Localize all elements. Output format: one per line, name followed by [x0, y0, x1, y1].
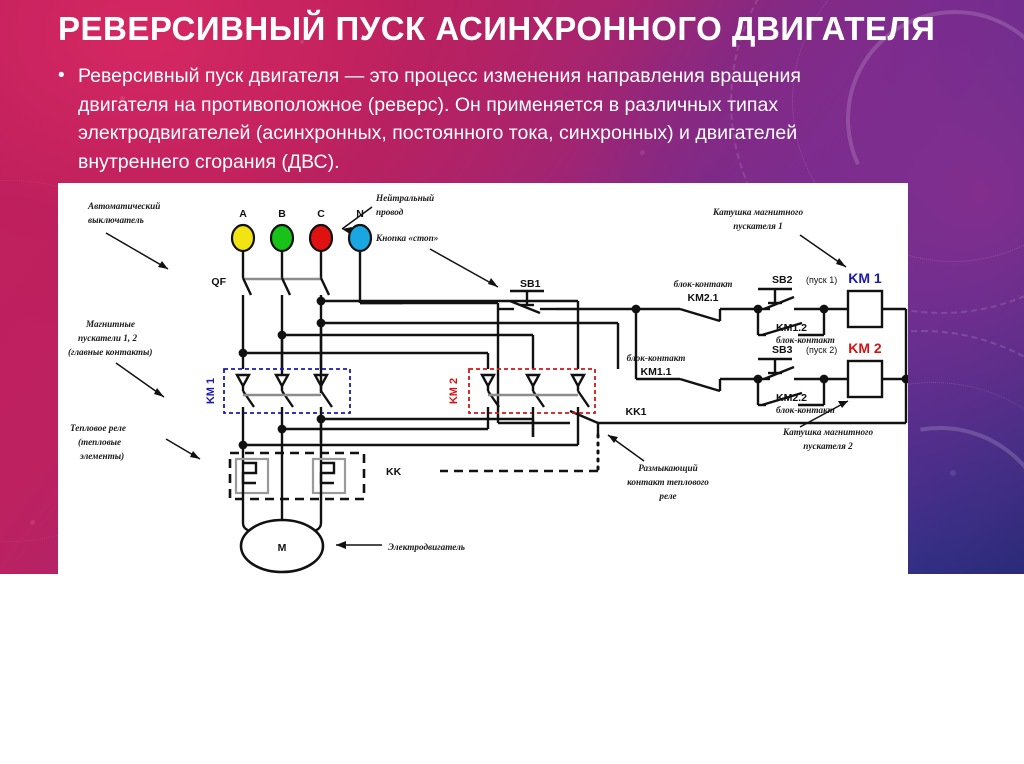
thermal-ann-line1: Тепловое реле — [70, 423, 126, 433]
coil-km1-label: KM 1 — [848, 270, 882, 286]
terminal-c-label: C — [317, 208, 325, 220]
coil1-ann-line2: пускателя 1 — [733, 221, 783, 231]
km12-label: KM1.2 — [776, 322, 807, 334]
coil-km2: KM 2 — [824, 340, 906, 399]
speck-dot — [640, 150, 645, 155]
neutral-ann-line1: Нейтральный — [375, 193, 434, 203]
aux-contact-km1-1: блок-контакт KM1.1 — [627, 309, 758, 393]
coil-km1: KM 1 — [824, 270, 906, 329]
start-button-sb3: SB3 (пуск 2) — [758, 344, 837, 381]
thermal-ann-line2: (тепловые — [78, 437, 121, 447]
coil-km2-label: KM 2 — [848, 340, 882, 356]
annotation-breaker: Автоматический выключатель — [87, 201, 169, 270]
start-button-sb2: SB2 (пуск 1) — [758, 274, 837, 311]
sb2-note: (пуск 1) — [806, 275, 837, 285]
terminal-a: A — [230, 208, 256, 278]
annotation-break-contact: Размыкающий контакт теплового реле — [607, 434, 709, 501]
km1-block-label: KM 1 — [205, 378, 217, 404]
breaker-ann-line1: Автоматический — [87, 201, 160, 211]
annotation-thermal-relay: Тепловое реле (тепловые элементы) — [70, 423, 201, 461]
break-ann-line1: Размыкающий — [638, 463, 697, 473]
break-ann-line2: контакт теплового — [627, 477, 709, 487]
terminal-a-label: A — [239, 208, 247, 220]
terminal-c: C — [308, 208, 334, 278]
km21-label: KM2.1 — [688, 292, 719, 304]
terminal-n-label: N — [356, 208, 364, 220]
km22-caption: блок-контакт — [776, 405, 835, 415]
neutral-ann-line2: провод — [376, 207, 404, 217]
km2-block-label: KM 2 — [448, 378, 460, 404]
sb2-label: SB2 — [772, 274, 793, 286]
annotation-neutral: Нейтральный провод — [341, 193, 434, 234]
speck-dot — [30, 520, 35, 525]
circuit-diagram: A B C N QF SB1 — [58, 183, 908, 574]
sb1-label: SB1 — [520, 278, 541, 290]
annotation-stop-button: Кнопка «стоп» — [375, 233, 499, 288]
right-bus — [636, 309, 908, 425]
km11-label: KM1.1 — [641, 366, 672, 378]
sb3-label: SB3 — [772, 344, 793, 356]
motor-label: M — [278, 542, 287, 554]
page-title: РЕВЕРСИВНЫЙ ПУСК АСИНХРОННОГО ДВИГАТЕЛЯ — [58, 10, 936, 47]
bullet-text: Реверсивный пуск двигателя — это процесс… — [78, 65, 801, 173]
speck-dot — [300, 40, 304, 44]
thermal-relay-kk: KK — [228, 451, 402, 523]
thermal-ann-line3: элементы) — [79, 451, 124, 461]
motor-ann: Электродвигатель — [388, 542, 465, 552]
km22-label: KM2.2 — [776, 392, 807, 404]
terminal-b: B — [269, 208, 295, 278]
starters-ann-line1: Магнитные — [85, 319, 135, 329]
speck-dot — [950, 470, 956, 476]
sb3-note: (пуск 2) — [806, 345, 837, 355]
terminal-n: N — [347, 208, 373, 303]
bullet-marker-icon: • — [58, 65, 65, 86]
km11-caption: блок-контакт — [627, 353, 686, 363]
contactor-km2-main-contacts: KM 2 — [448, 368, 596, 445]
coil2-ann-line2: пускателя 2 — [803, 441, 853, 451]
km21-caption: блок-контакт — [674, 279, 733, 289]
speck-dot — [120, 96, 125, 101]
stop-ann: Кнопка «стоп» — [375, 233, 439, 243]
bullet-list: • Реверсивный пуск двигателя — это проце… — [58, 62, 868, 176]
coil1-ann-line1: Катушка магнитного — [712, 207, 804, 217]
annotation-coil2: Катушка магнитного пускателя 2 — [782, 400, 874, 451]
terminal-b-label: B — [278, 208, 286, 220]
annotation-starters: Магнитные пускатели 1, 2 (главные контак… — [68, 319, 165, 398]
list-item: • Реверсивный пуск двигателя — это проце… — [58, 62, 868, 176]
starters-ann-line2: пускатели 1, 2 — [78, 333, 137, 343]
aux-contact-km2-1: блок-контакт KM2.1 — [636, 279, 758, 323]
coil2-ann-line1: Катушка магнитного — [782, 427, 874, 437]
starters-ann-line3: (главные контакты) — [68, 347, 152, 357]
aux-contact-km2-2: KM2.2 блок-контакт — [756, 379, 835, 415]
kk-label: KK — [386, 466, 402, 478]
annotation-motor: Электродвигатель — [336, 541, 465, 552]
motor-m: M — [239, 518, 325, 574]
contactor-km1-main-contacts: KM 1 — [205, 368, 351, 443]
km12-caption: блок-контакт — [776, 335, 835, 345]
break-ann-line3: реле — [658, 491, 676, 501]
breaker-ann-line2: выключатель — [88, 215, 144, 225]
aux-contact-km1-2: KM1.2 блок-контакт — [756, 309, 835, 345]
power-feed-lines — [238, 296, 620, 369]
kk1-label: KK1 — [625, 406, 646, 418]
phase-reversal-crosswiring — [238, 414, 578, 483]
breaker-label: QF — [211, 276, 226, 288]
stop-button-sb1: SB1 — [496, 278, 556, 315]
thermal-contact-kk1: KK1 — [538, 406, 647, 435]
annotation-coil1: Катушка магнитного пускателя 1 — [712, 207, 847, 268]
